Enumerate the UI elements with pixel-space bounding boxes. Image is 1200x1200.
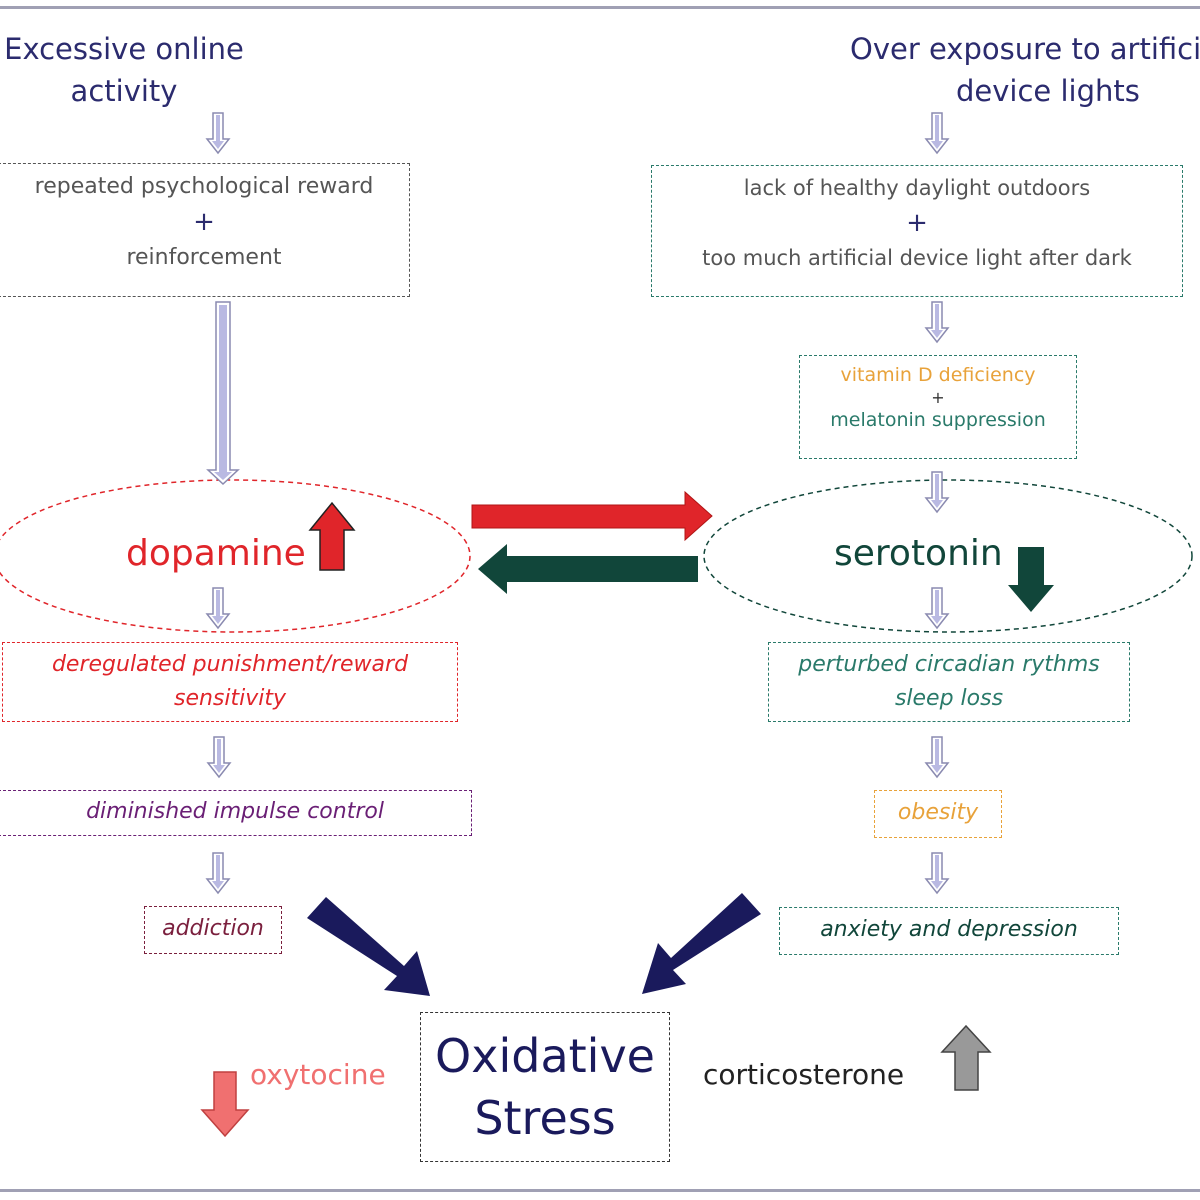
impulse-control-text: diminished impulse control (86, 799, 384, 824)
left-title: Excessive online activity (0, 28, 248, 112)
flow-arrow-right-3 (925, 471, 949, 513)
flow-arrow-left-3 (207, 736, 231, 778)
right-title-line-1: Over exposure to artificial (850, 32, 1200, 66)
flow-arrow-right-6 (925, 852, 949, 894)
punishment-reward-text-1: deregulated punishment/reward (51, 652, 409, 677)
daylight-text: lack of healthy daylight outdoors (743, 176, 1091, 200)
up-arrow-icon (308, 501, 356, 571)
serotonin-ellipse (703, 479, 1193, 633)
flow-arrow-left-4 (206, 852, 230, 894)
oxytocine-label: oxytocine (250, 1058, 386, 1091)
daylight-box: lack of healthy daylight outdoors + too … (651, 165, 1183, 297)
obesity-text: obesity (897, 800, 979, 825)
anxiety-depression-text: anxiety and depression (820, 917, 1078, 942)
corticosterone-up-arrow-icon (940, 1024, 992, 1091)
circadian-sleep-box: perturbed circadian rythms sleep loss (768, 642, 1130, 722)
reward-reinforcement-box: repeated psychological reward + reinforc… (0, 163, 410, 297)
plus-sign: + (906, 208, 928, 238)
oxidative-stress-box: Oxidative Stress (420, 1012, 670, 1162)
vitamin-d-text: vitamin D deficiency (840, 364, 1036, 386)
serotonin-label: serotonin (834, 533, 1003, 574)
vitamin-melatonin-box: vitamin D deficiency + melatonin suppres… (799, 355, 1077, 459)
melatonin-text: melatonin suppression (830, 409, 1046, 431)
dopamine-label: dopamine (126, 533, 306, 574)
right-title-line-2: device lights (956, 74, 1140, 108)
diagonal-arrow-right-icon (642, 893, 761, 994)
flow-arrow-left-1 (206, 112, 230, 154)
impulse-control-box: diminished impulse control (0, 790, 472, 836)
device-light-text: too much artificial device light after d… (702, 246, 1132, 270)
stress-text: Stress (474, 1091, 616, 1145)
corticosterone-label: corticosterone (703, 1058, 905, 1091)
plus-sign: + (193, 207, 215, 237)
anxiety-depression-box: anxiety and depression (779, 907, 1119, 955)
reward-text: repeated psychological reward (34, 174, 374, 199)
right-title: Over exposure to artificial device light… (850, 28, 1200, 112)
plus-sign: + (931, 388, 945, 407)
left-title-line-1: Excessive online (4, 32, 244, 66)
flow-arrow-right-5 (925, 736, 949, 778)
punishment-reward-box: deregulated punishment/reward sensitivit… (2, 642, 458, 722)
flow-arrow-right-4 (925, 587, 949, 629)
left-arrow-dark-green-icon (478, 544, 698, 594)
punishment-reward-text-2: sensitivity (173, 686, 287, 711)
addiction-box: addiction (144, 906, 282, 954)
diagonal-arrow-left-icon (307, 897, 430, 996)
top-frame-line (0, 6, 1200, 9)
flow-arrow-right-1 (925, 112, 949, 154)
long-flow-arrow-left (206, 301, 240, 486)
flow-arrow-left-2 (206, 587, 230, 629)
dopamine-ellipse (0, 479, 471, 633)
obesity-box: obesity (874, 790, 1002, 838)
right-arrow-red-icon (471, 490, 713, 542)
oxidative-text: Oxidative (435, 1029, 655, 1083)
left-title-line-2: activity (70, 74, 178, 108)
oxytocine-down-arrow-icon (200, 1071, 250, 1138)
down-arrow-icon (1008, 547, 1054, 612)
reinforcement-text: reinforcement (126, 245, 282, 270)
addiction-text: addiction (162, 916, 264, 941)
flow-arrow-right-2 (925, 301, 949, 343)
bottom-frame-line (0, 1189, 1200, 1192)
sleep-loss-text: sleep loss (894, 686, 1004, 711)
circadian-text: perturbed circadian rythms (798, 652, 1100, 677)
